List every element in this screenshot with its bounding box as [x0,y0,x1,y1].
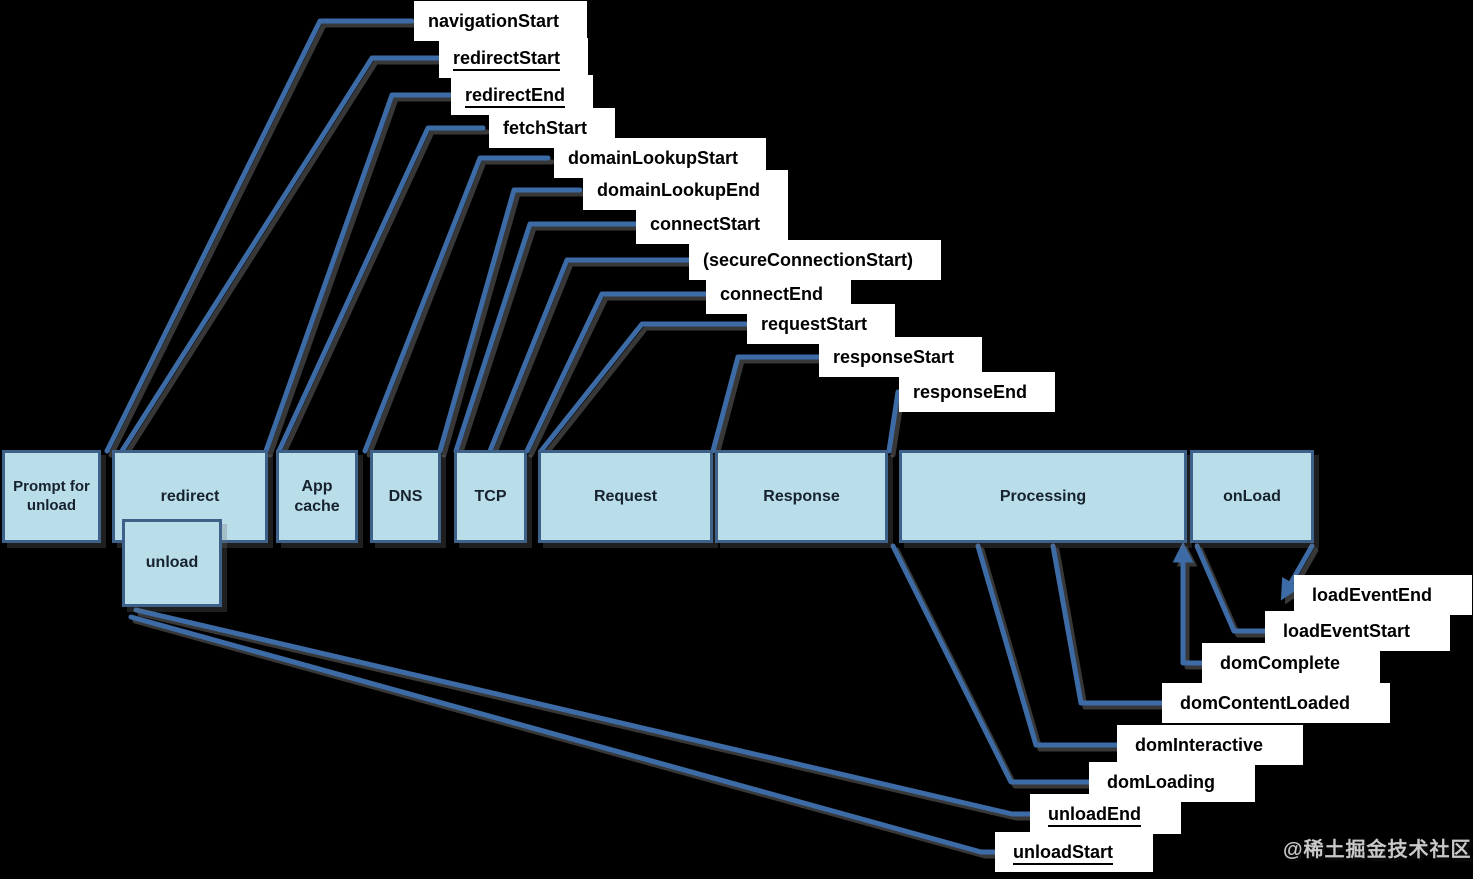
phase-box-processing: Processing [899,450,1187,543]
line-unloadStart [128,614,1001,855]
event-label-domInteractive: domInteractive [1117,725,1304,765]
phase-label: redirect [160,487,220,505]
event-label-connectStart: connectStart [636,204,789,244]
line-domLoading [890,543,1098,785]
line-unloadEnd [133,607,1036,817]
event-label-responseEnd: responseEnd [899,372,1056,412]
line-secureConnectionStart [487,257,693,454]
line-connectStart [453,221,639,454]
line-domContentLoaded [1050,543,1168,706]
phase-label: App cache [294,477,340,515]
phase-label: onLoad [1223,487,1281,505]
line-domainLookupStart [362,155,551,454]
event-label-unloadEnd: unloadEnd [1030,794,1181,834]
event-label-domainLookupEnd: domainLookupEnd [583,170,788,210]
phase-box-unload: unload [122,519,222,607]
line-domainLookupEnd [437,187,583,454]
event-label-secureConnectionStart: (secureConnectionStart) [689,240,942,280]
line-requestStart [538,321,750,454]
line-responseStart [710,354,822,454]
line-navigationStart [104,18,415,454]
event-label-redirectStart: redirectStart [439,38,589,78]
phase-box-response: Response [715,450,888,543]
phase-label: Processing [999,487,1087,505]
event-label-domComplete: domComplete [1202,643,1381,683]
event-label-domContentLoaded: domContentLoaded [1162,683,1390,723]
event-label-loadEventEnd: loadEventEnd [1294,575,1473,615]
phase-label: TCP [474,487,507,505]
phase-label: Response [763,487,840,505]
event-label-unloadStart: unloadStart [995,832,1154,872]
phase-box-onload: onLoad [1190,450,1314,543]
phase-label: DNS [388,487,423,505]
line-redirectEnd [263,92,456,454]
watermark: @稀土掘金技术社区 [1283,839,1472,861]
phase-box-request: Request [538,450,713,543]
phase-box-prompt-for-unload: Prompt for unload [2,450,101,543]
phase-box-app-cache: App cache [276,450,358,543]
line-domComplete [1172,541,1211,666]
line-domInteractive [975,543,1124,748]
event-label-responseStart: responseStart [819,337,983,377]
phase-label: Request [593,487,658,505]
phase-box-tcp: TCP [454,450,527,543]
phase-box-dns: DNS [370,450,441,543]
line-loadEventStart [1194,543,1268,634]
line-loadEventEnd [1280,543,1315,601]
phase-label: Prompt for unload [13,477,90,514]
line-redirectStart [119,55,445,454]
line-fetchStart [276,125,486,454]
event-label-navigationStart: navigationStart [414,1,588,41]
phase-label: unload [145,554,199,571]
line-connectEnd [524,291,709,454]
